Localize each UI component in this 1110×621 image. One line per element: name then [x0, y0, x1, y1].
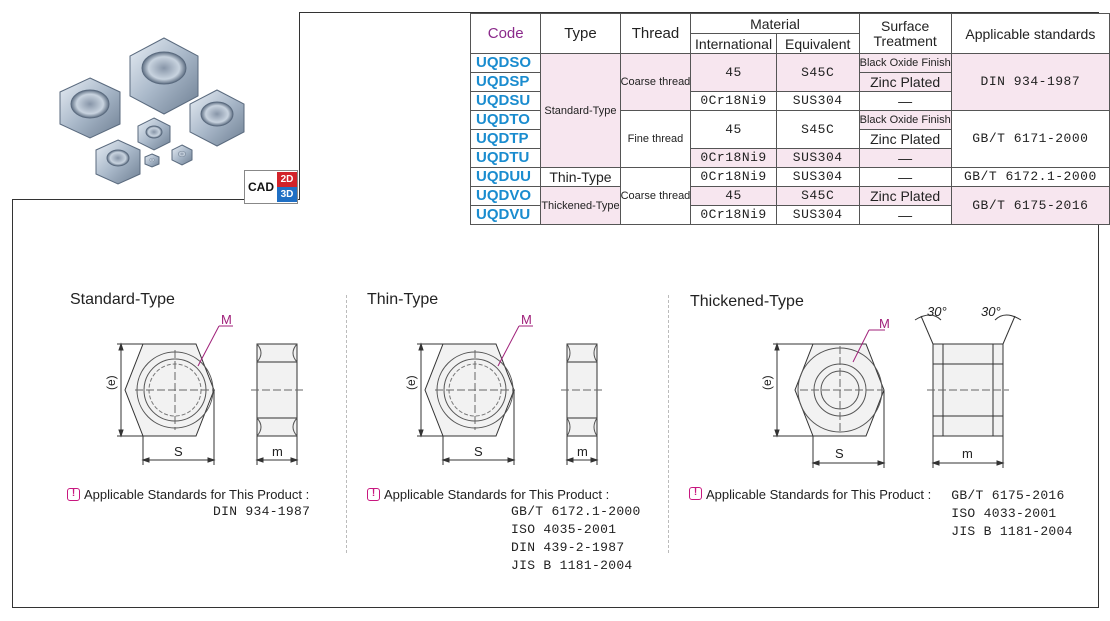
standard-cell: DIN 934-1987	[950, 53, 1110, 111]
code-cell[interactable]: UQDTO	[469, 110, 542, 130]
surface-cell: Zinc Plated	[858, 129, 952, 149]
s-label: S	[174, 444, 183, 459]
code-cell[interactable]: UQDTU	[469, 148, 542, 168]
code-cell[interactable]: UQDVU	[469, 205, 542, 225]
product-photo: CAD 2D 3D	[12, 12, 300, 204]
header-equivalent: Equivalent	[775, 33, 860, 54]
page-frame	[12, 12, 1099, 608]
s-label: S	[474, 444, 483, 459]
code-cell[interactable]: UQDSP	[469, 72, 542, 92]
thickened-type-title: Thickened-Type	[690, 293, 804, 310]
intl-cell: 45	[690, 53, 777, 92]
code-cell[interactable]: UQDSO	[469, 53, 542, 73]
warning-icon: !	[689, 487, 702, 500]
applicable-label: Applicable Standards for This Product :	[384, 487, 610, 502]
code-cell[interactable]: UQDSU	[469, 91, 542, 111]
equiv-cell: SUS304	[775, 205, 860, 225]
standard-item: JIS B 1181-2004	[511, 558, 633, 573]
header-code: Code	[469, 13, 542, 54]
standard-applicable: ! Applicable Standards for This Product …	[67, 487, 310, 521]
angle-label-right: 30°	[981, 304, 1001, 319]
surface-cell: Zinc Plated	[858, 186, 952, 206]
header-thread: Thread	[619, 13, 692, 54]
header-surface: Surface Treatment	[858, 13, 952, 54]
equiv-cell: SUS304	[775, 91, 860, 111]
m-width-label: m	[272, 444, 283, 459]
divider	[668, 295, 669, 553]
m-width-label: m	[962, 446, 973, 461]
equiv-cell: S45C	[775, 53, 860, 92]
s-label: S	[835, 446, 844, 461]
equiv-cell: S45C	[775, 186, 860, 206]
code-cell[interactable]: UQDTP	[469, 129, 542, 149]
hex-nuts-image	[59, 37, 245, 185]
equiv-cell: SUS304	[775, 167, 860, 187]
thin-type-drawing: M (e) S m	[404, 312, 603, 465]
surface-cell: —	[858, 167, 952, 187]
intl-cell: 45	[690, 186, 777, 206]
surface-cell: —	[858, 91, 952, 111]
thread-cell: Coarse thread	[619, 167, 692, 225]
angle-label-left: 30°	[927, 304, 947, 319]
standard-item: GB/T 6172.1-2000	[511, 504, 641, 519]
spec-table: Code Type Thread Material Surface Treatm…	[469, 13, 1110, 225]
code-cell[interactable]: UQDUU	[469, 167, 542, 187]
standard-cell: GB/T 6172.1-2000	[950, 167, 1110, 187]
equiv-cell: SUS304	[775, 148, 860, 168]
standard-item: ISO 4033-2001	[951, 506, 1057, 521]
intl-cell: 0Cr18Ni9	[690, 148, 777, 168]
header-surface-line1: Surface	[881, 17, 930, 34]
header-material: Material	[690, 13, 860, 34]
thread-cell: Fine thread	[619, 110, 692, 168]
thread-cell: Coarse thread	[619, 53, 692, 111]
thin-applicable: ! Applicable Standards for This Product …	[367, 487, 641, 575]
m-label: M	[879, 316, 890, 331]
e-label: (e)	[104, 375, 118, 390]
intl-cell: 0Cr18Ni9	[690, 167, 777, 187]
standard-item: DIN 934-1987	[213, 504, 311, 519]
standard-type-drawing: M (e) S m	[104, 312, 303, 465]
surface-cell: Black Oxide Finish	[858, 53, 952, 73]
header-standards: Applicable standards	[950, 13, 1110, 54]
e-label: (e)	[404, 375, 418, 390]
standard-item: ISO 4035-2001	[511, 522, 617, 537]
intl-cell: 0Cr18Ni9	[690, 91, 777, 111]
standard-cell: GB/T 6175-2016	[950, 186, 1110, 225]
cad-badge[interactable]: CAD 2D 3D	[244, 170, 298, 204]
header-type: Type	[540, 13, 621, 54]
surface-cell: Black Oxide Finish	[858, 110, 952, 130]
standard-item: JIS B 1181-2004	[951, 524, 1073, 539]
warning-icon: !	[67, 488, 80, 501]
intl-cell: 45	[690, 110, 777, 149]
thin-type-title: Thin-Type	[367, 291, 439, 308]
thickened-applicable: ! Applicable Standards for This Product …	[689, 487, 1073, 541]
intl-cell: 0Cr18Ni9	[690, 205, 777, 225]
thickened-type-drawing: M 30° 30° (e) S m	[760, 304, 1022, 468]
m-label: M	[521, 312, 532, 327]
cad-label: CAD	[248, 180, 274, 194]
cad-3d-icon[interactable]: 3D	[277, 187, 297, 202]
standard-cell: GB/T 6171-2000	[950, 110, 1110, 168]
type-cell: Thin-Type	[540, 167, 621, 187]
code-cell[interactable]: UQDVO	[469, 186, 542, 206]
surface-cell: —	[858, 148, 952, 168]
standard-type-title: Standard-Type	[70, 291, 175, 308]
standard-item: GB/T 6175-2016	[951, 488, 1065, 503]
surface-cell: —	[858, 205, 952, 225]
applicable-label: Applicable Standards for This Product :	[84, 487, 310, 502]
header-international: International	[690, 33, 777, 54]
m-label: M	[221, 312, 232, 327]
m-width-label: m	[577, 444, 588, 459]
type-cell: Thickened-Type	[540, 186, 621, 225]
divider	[346, 295, 347, 553]
warning-icon: !	[367, 488, 380, 501]
applicable-label: Applicable Standards for This Product :	[706, 487, 932, 502]
cad-2d-icon[interactable]: 2D	[277, 172, 297, 187]
equiv-cell: S45C	[775, 110, 860, 149]
type-cell: Standard-Type	[540, 53, 621, 168]
e-label: (e)	[760, 375, 774, 390]
header-surface-line2: Treatment	[873, 32, 937, 49]
surface-cell: Zinc Plated	[858, 72, 952, 92]
standard-item: DIN 439-2-1987	[511, 540, 625, 555]
